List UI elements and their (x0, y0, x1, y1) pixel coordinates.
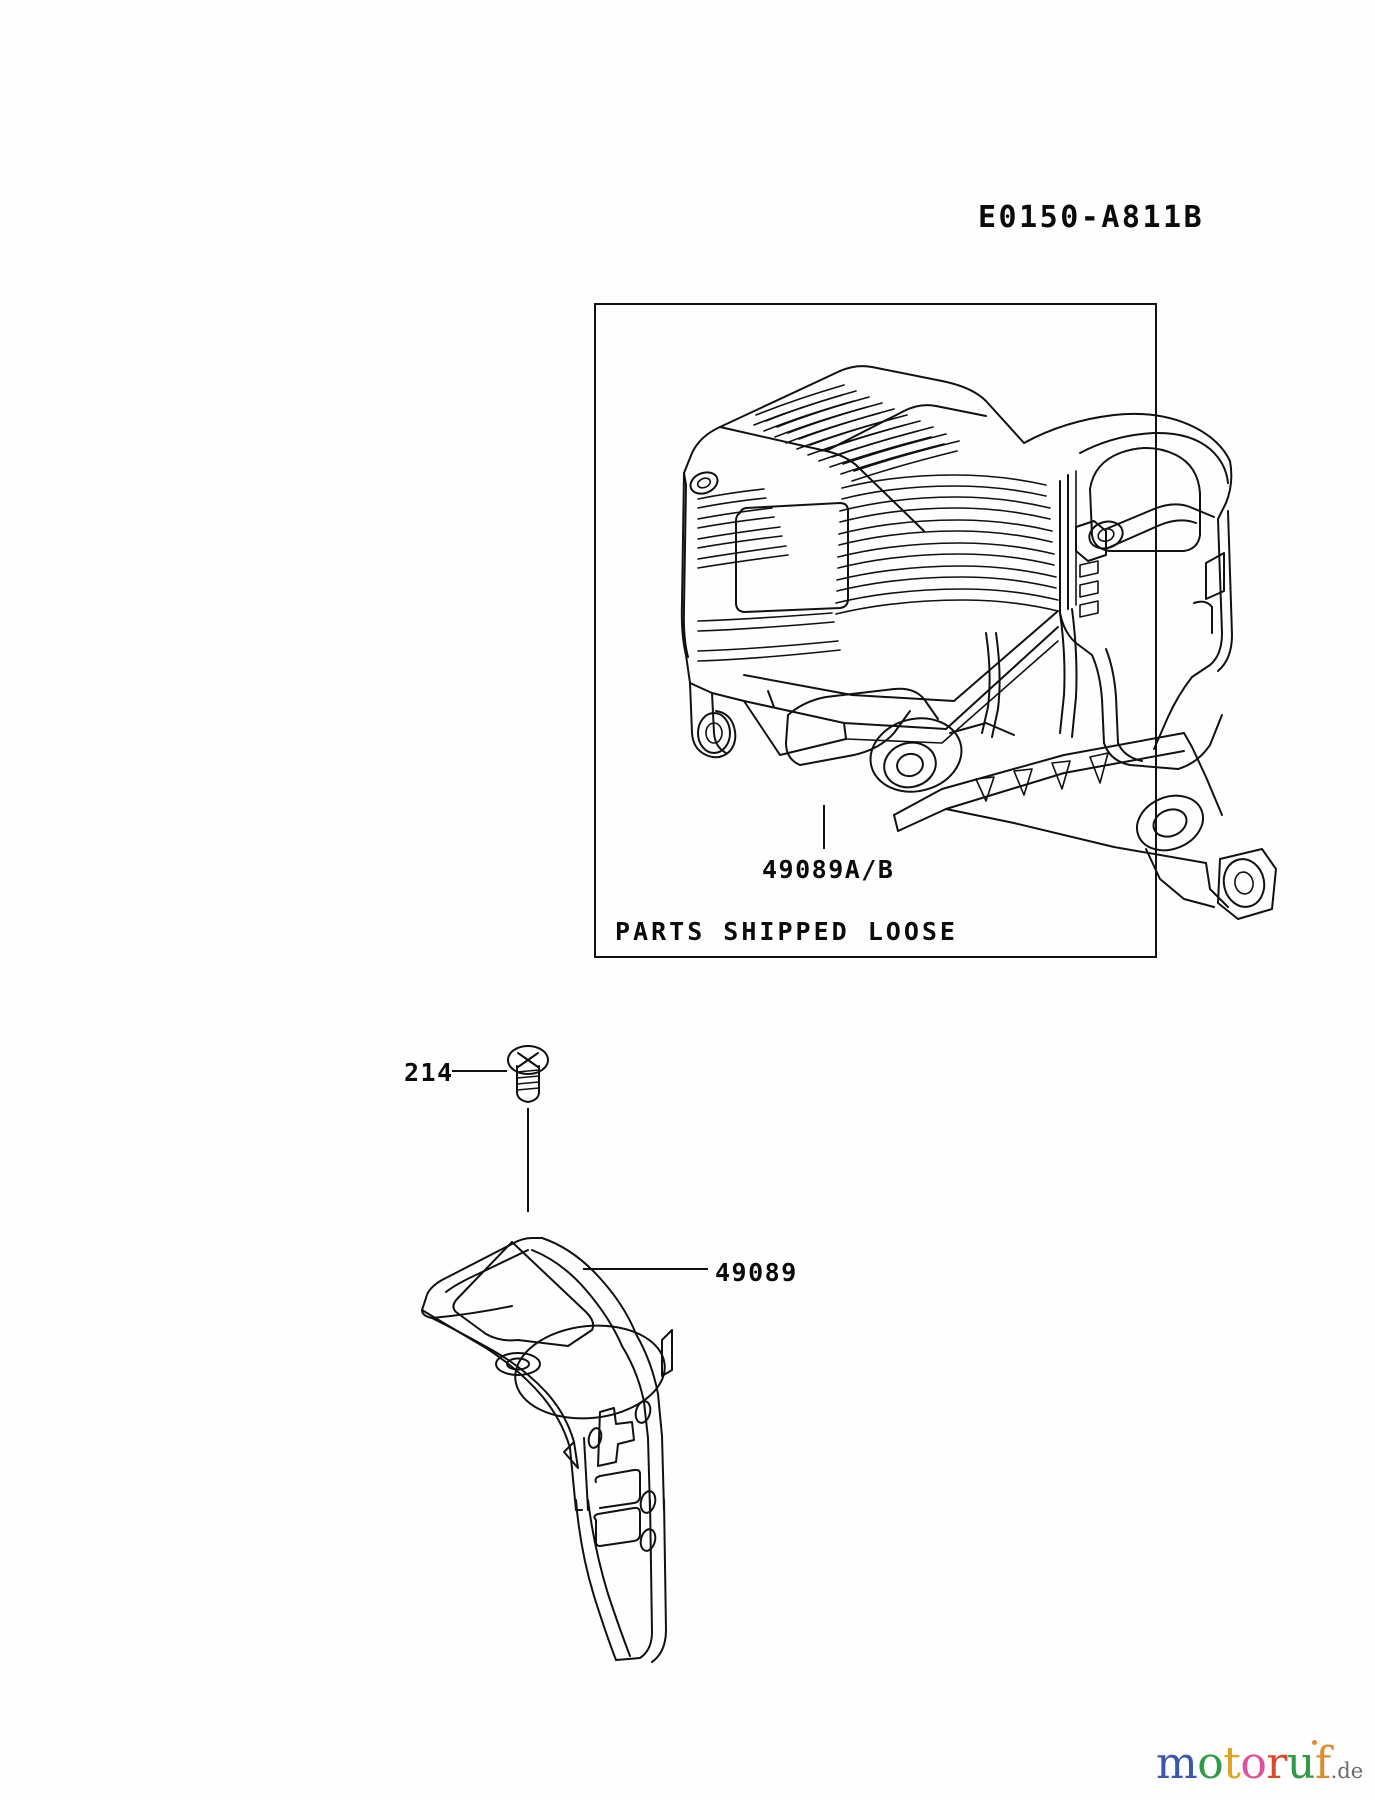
leader-line-214 (452, 1070, 507, 1072)
watermark-letter: m (1156, 1738, 1198, 1789)
leader-line-49089 (583, 1268, 708, 1270)
screw-icon (507, 1045, 549, 1103)
right-mid-bracket (1075, 503, 1215, 618)
watermark-motoruf: motoruf.de (1156, 1740, 1364, 1786)
fan-housing-ring (1023, 412, 1233, 678)
center-louvers (835, 474, 1059, 615)
watermark-letter: u (1286, 1738, 1315, 1789)
left-face-louvers (697, 488, 789, 569)
duct-center-ribs (981, 608, 1078, 738)
watermark-letter: o (1197, 1738, 1224, 1789)
bracket-side-wall (569, 1400, 665, 1514)
cooling-duct-lower (767, 687, 1277, 920)
right-lower-panel (1091, 648, 1223, 770)
left-face-lower-ribs (697, 612, 841, 662)
watermark-suffix: .de (1330, 1759, 1364, 1783)
shroud-top-panel (683, 365, 1025, 532)
bracket-illustration (421, 1237, 673, 1514)
shroud-bottom-lip (743, 610, 1059, 756)
top-louvers (753, 384, 960, 482)
watermark-letter: f (1314, 1738, 1331, 1789)
bracket-top-deck (452, 1241, 666, 1420)
watermark-dot (1312, 1740, 1318, 1745)
left-face-recess (735, 502, 849, 613)
callout-49089ab: 49089A/B (762, 855, 895, 884)
leader-line-49089ab (823, 805, 825, 849)
callout-49089: 49089 (715, 1258, 798, 1287)
bracket-top-flange (421, 1237, 637, 1347)
shroud-left-face (680, 471, 745, 759)
assembly-drop-line (527, 1108, 529, 1212)
parts-shipped-loose-box (594, 303, 1157, 958)
watermark-letter: t (1223, 1738, 1241, 1789)
watermark-brand: motoruf (1156, 1738, 1331, 1789)
parts-shipped-loose-caption: PARTS SHIPPED LOOSE (615, 917, 958, 946)
shroud-assembly-illustration (680, 365, 1277, 920)
bracket-tail-illustration (575, 1499, 667, 1663)
callout-214: 214 (404, 1058, 454, 1087)
page-title: E0150-A811B (978, 200, 1205, 235)
watermark-letter: r (1266, 1738, 1287, 1789)
watermark-letter: o (1240, 1738, 1267, 1789)
